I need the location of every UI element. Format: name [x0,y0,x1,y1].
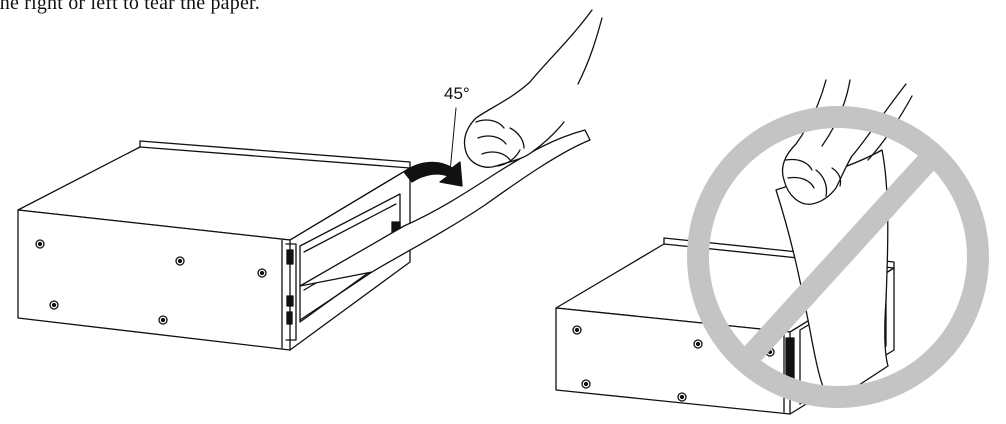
screw-icon [581,379,591,389]
hand-correct [463,9,603,168]
screw-icon [49,300,59,310]
screw-icon [677,392,687,402]
angle-label: 45° [444,84,470,103]
screw-icon [175,256,185,266]
screw-icon [35,239,45,249]
screw-icon [158,315,168,325]
prohibition-icon [687,106,989,408]
printer-unit-correct [17,140,411,351]
screw-icon [257,268,267,278]
instruction-caption: the right or left to tear the paper. [0,0,260,14]
screw-icon [572,325,582,335]
screw-icon [693,339,703,349]
angle-arrow-icon [403,107,463,187]
paper-sheet-correct [299,129,591,321]
